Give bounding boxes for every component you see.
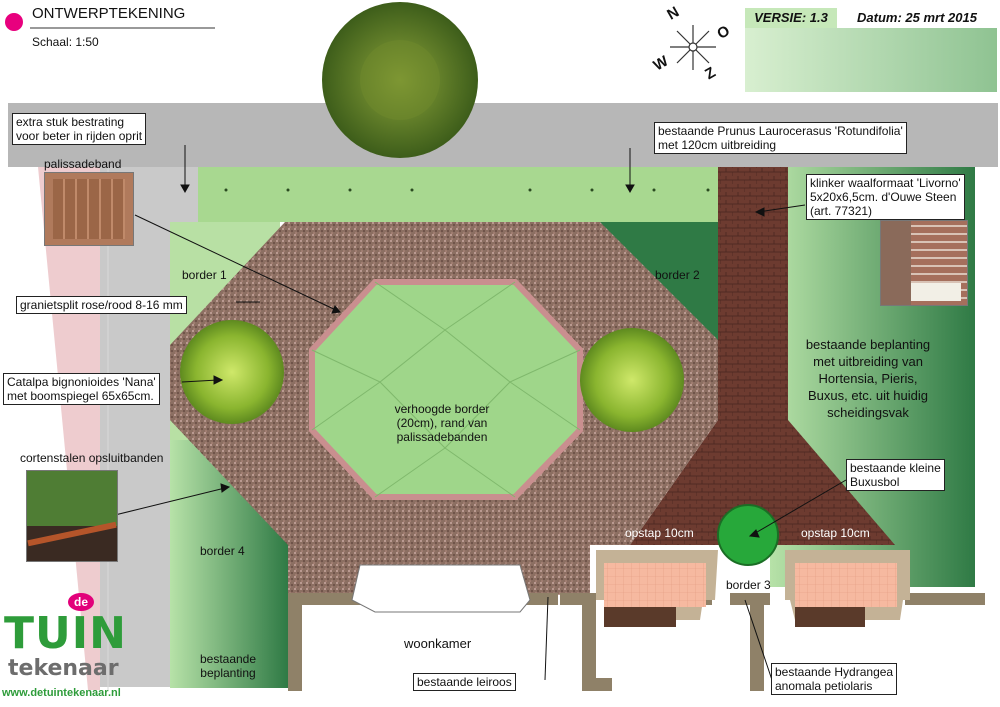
- catalpa-shrub-right: [580, 328, 684, 432]
- brick-path: [630, 167, 895, 545]
- living-room-label: woonkamer: [404, 636, 472, 651]
- klinker-label: klinker waalformaat 'Livorno'5x20x6,5cm.…: [806, 174, 965, 220]
- palisade-photo: [44, 172, 134, 246]
- version-label: VERSIE: 1.3: [745, 8, 837, 28]
- step-right-tiles: [795, 563, 897, 607]
- front-step: [351, 564, 531, 613]
- page-title: ONTWERPTEKENING: [32, 5, 186, 22]
- raised-border: [309, 279, 583, 500]
- logo-tuin: TUIN: [4, 608, 127, 659]
- logo-tekenaar: tekenaar: [8, 656, 119, 681]
- cortensteel-label: cortenstalen opsluitbanden: [20, 451, 164, 465]
- palisade-label: palissadeband: [44, 157, 122, 171]
- logo-url[interactable]: www.detuintekenaar.nl: [2, 687, 121, 699]
- logo-de: de: [68, 593, 94, 611]
- border-4-label: border 4: [200, 544, 245, 558]
- step-left-label: opstap 10cm: [625, 526, 694, 540]
- catalpa-shrub-left: [180, 320, 284, 424]
- cortensteel-photo: [26, 470, 118, 562]
- catalpa-label: Catalpa bignonioides 'Nana'met boomspieg…: [3, 373, 160, 405]
- date-label: Datum: 25 mrt 2015: [837, 8, 997, 28]
- step-left-tiles: [604, 563, 706, 607]
- graniet-label: granietsplit rose/rood 8-16 mm: [16, 296, 187, 314]
- header-gradient: [745, 28, 997, 92]
- klinker-photo: [880, 220, 968, 306]
- compass-rose: [670, 25, 716, 70]
- prunus-hedge: [198, 167, 718, 222]
- border-2-label: border 2: [655, 268, 700, 282]
- leader-lines: [114, 145, 847, 681]
- scale-label: Schaal: 1:50: [32, 35, 99, 49]
- existing-planting-right-label: bestaande beplanting met uitbreiding van…: [805, 337, 931, 420]
- buxus-ball: [717, 504, 779, 566]
- border-3-label: border 3: [726, 578, 771, 592]
- border-1-label: border 1: [182, 268, 227, 282]
- title-dot: [5, 13, 23, 31]
- leiroos-label: bestaande leiroos: [413, 673, 516, 691]
- prunus-label: bestaande Prunus Laurocerasus 'Rotundifo…: [654, 122, 907, 154]
- step-right-label: opstap 10cm: [801, 526, 870, 540]
